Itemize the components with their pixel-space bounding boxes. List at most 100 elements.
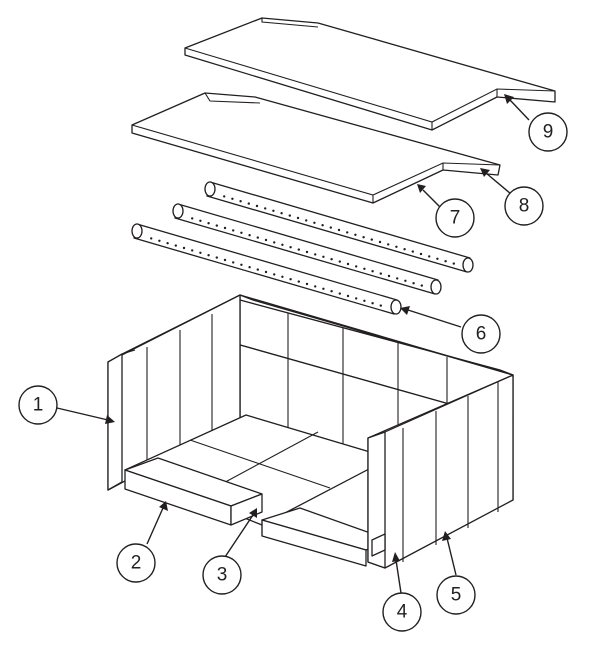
tube-port-hole	[362, 236, 365, 239]
tube-port-hole	[313, 221, 316, 224]
burner-tube-middle	[172, 203, 442, 295]
top-baffle-plate	[184, 17, 556, 131]
tube-port-hole	[395, 245, 398, 248]
tube-port-hole	[239, 200, 242, 203]
tube-port-hole	[223, 226, 227, 230]
tube-port-hole	[338, 260, 341, 263]
tube-port-hole	[297, 280, 300, 283]
leader-lines	[56, 94, 530, 594]
tube-port-hole	[289, 278, 292, 281]
callout-4: 4	[382, 592, 422, 632]
tube-port-hole	[354, 233, 357, 236]
tube-port-hole	[329, 226, 332, 229]
tube-port-hole	[370, 238, 373, 241]
tube-port-hole	[223, 258, 227, 262]
tube-port-hole	[199, 251, 202, 254]
tube-port-hole	[281, 275, 284, 278]
tube-port-hole	[346, 231, 349, 234]
tube-port-hole	[240, 263, 243, 266]
tube-port-hole	[379, 304, 382, 307]
tube-port-hole	[420, 284, 423, 287]
tube-port-hole	[248, 234, 251, 237]
tube-port-hole	[371, 270, 374, 273]
front-floor-brick-left	[124, 457, 263, 526]
tube-port-hole	[223, 195, 226, 198]
tube-port-hole	[412, 282, 415, 285]
tube-port-hole	[305, 250, 309, 254]
tube-port-hole	[256, 236, 259, 239]
tube-port-hole	[264, 238, 268, 242]
svg-text:1: 1	[33, 395, 44, 416]
tube-port-hole	[403, 248, 406, 251]
tube-port-hole	[321, 224, 324, 227]
left-side-wall	[107, 294, 241, 491]
tube-port-hole	[404, 279, 407, 282]
svg-text:9: 9	[543, 122, 554, 143]
tube-port-hole	[297, 248, 300, 251]
tube-port-hole	[264, 207, 267, 210]
tube-port-hole	[232, 229, 235, 232]
tube-port-hole	[280, 212, 283, 215]
svg-text:7: 7	[450, 208, 461, 229]
tube-port-hole	[215, 224, 218, 227]
tube-port-hole	[330, 258, 333, 261]
tube-port-hole	[240, 231, 243, 234]
tube-port-hole	[289, 246, 292, 249]
tube-port-hole	[305, 282, 309, 286]
tube-port-hole	[207, 222, 210, 225]
tube-port-hole	[296, 216, 300, 220]
tube-port-hole	[215, 256, 218, 259]
lower-baffle-board	[131, 92, 501, 204]
tube-port-hole	[199, 219, 202, 222]
tube-port-hole	[387, 243, 390, 246]
svg-text:4: 4	[397, 602, 408, 623]
tube-port-hole	[436, 257, 439, 260]
tube-port-hole	[256, 268, 259, 271]
tube-port-hole	[273, 273, 276, 276]
tube-port-hole	[355, 297, 358, 300]
tube-port-hole	[452, 262, 455, 265]
tube-port-hole	[191, 217, 194, 220]
tube-port-hole	[387, 274, 391, 278]
tube-port-hole	[338, 292, 341, 295]
tube-port-hole	[322, 255, 325, 258]
tube-port-hole	[444, 260, 447, 263]
callout-3: 3	[202, 555, 242, 595]
tube-port-hole	[363, 299, 366, 302]
tube-port-hole	[273, 241, 276, 244]
tube-port-hole	[346, 294, 350, 298]
tube-port-hole	[174, 244, 177, 247]
callout-8: 8	[504, 186, 544, 226]
tube-port-hole	[330, 290, 333, 293]
tube-port-hole	[419, 252, 423, 256]
callout-7: 7	[435, 198, 475, 238]
tube-port-hole	[314, 253, 317, 256]
callout-6: 6	[461, 314, 501, 354]
tube-port-hole	[281, 243, 284, 246]
callout-9: 9	[528, 112, 568, 152]
burner-tube-back	[204, 181, 474, 273]
tube-port-hole	[158, 239, 161, 242]
tube-port-hole	[191, 249, 194, 252]
tube-port-hole	[272, 209, 275, 212]
tube-port-hole	[150, 237, 153, 240]
tube-port-hole	[305, 219, 308, 222]
svg-text:8: 8	[519, 196, 530, 217]
tube-port-hole	[166, 242, 169, 245]
tube-port-hole	[182, 246, 186, 250]
tube-port-hole	[314, 285, 317, 288]
tube-port-hole	[264, 270, 268, 274]
tube-port-hole	[288, 214, 291, 217]
tube-port-hole	[255, 204, 259, 208]
tube-port-hole	[346, 262, 350, 266]
tube-port-hole	[207, 254, 210, 257]
tube-port-hole	[379, 272, 382, 275]
tube-port-hole	[322, 287, 325, 290]
tube-port-hole	[378, 240, 382, 244]
svg-text:6: 6	[476, 324, 487, 345]
front-floor-brick-right	[261, 507, 391, 567]
callout-5: 5	[436, 575, 476, 615]
tube-port-hole	[337, 228, 341, 232]
